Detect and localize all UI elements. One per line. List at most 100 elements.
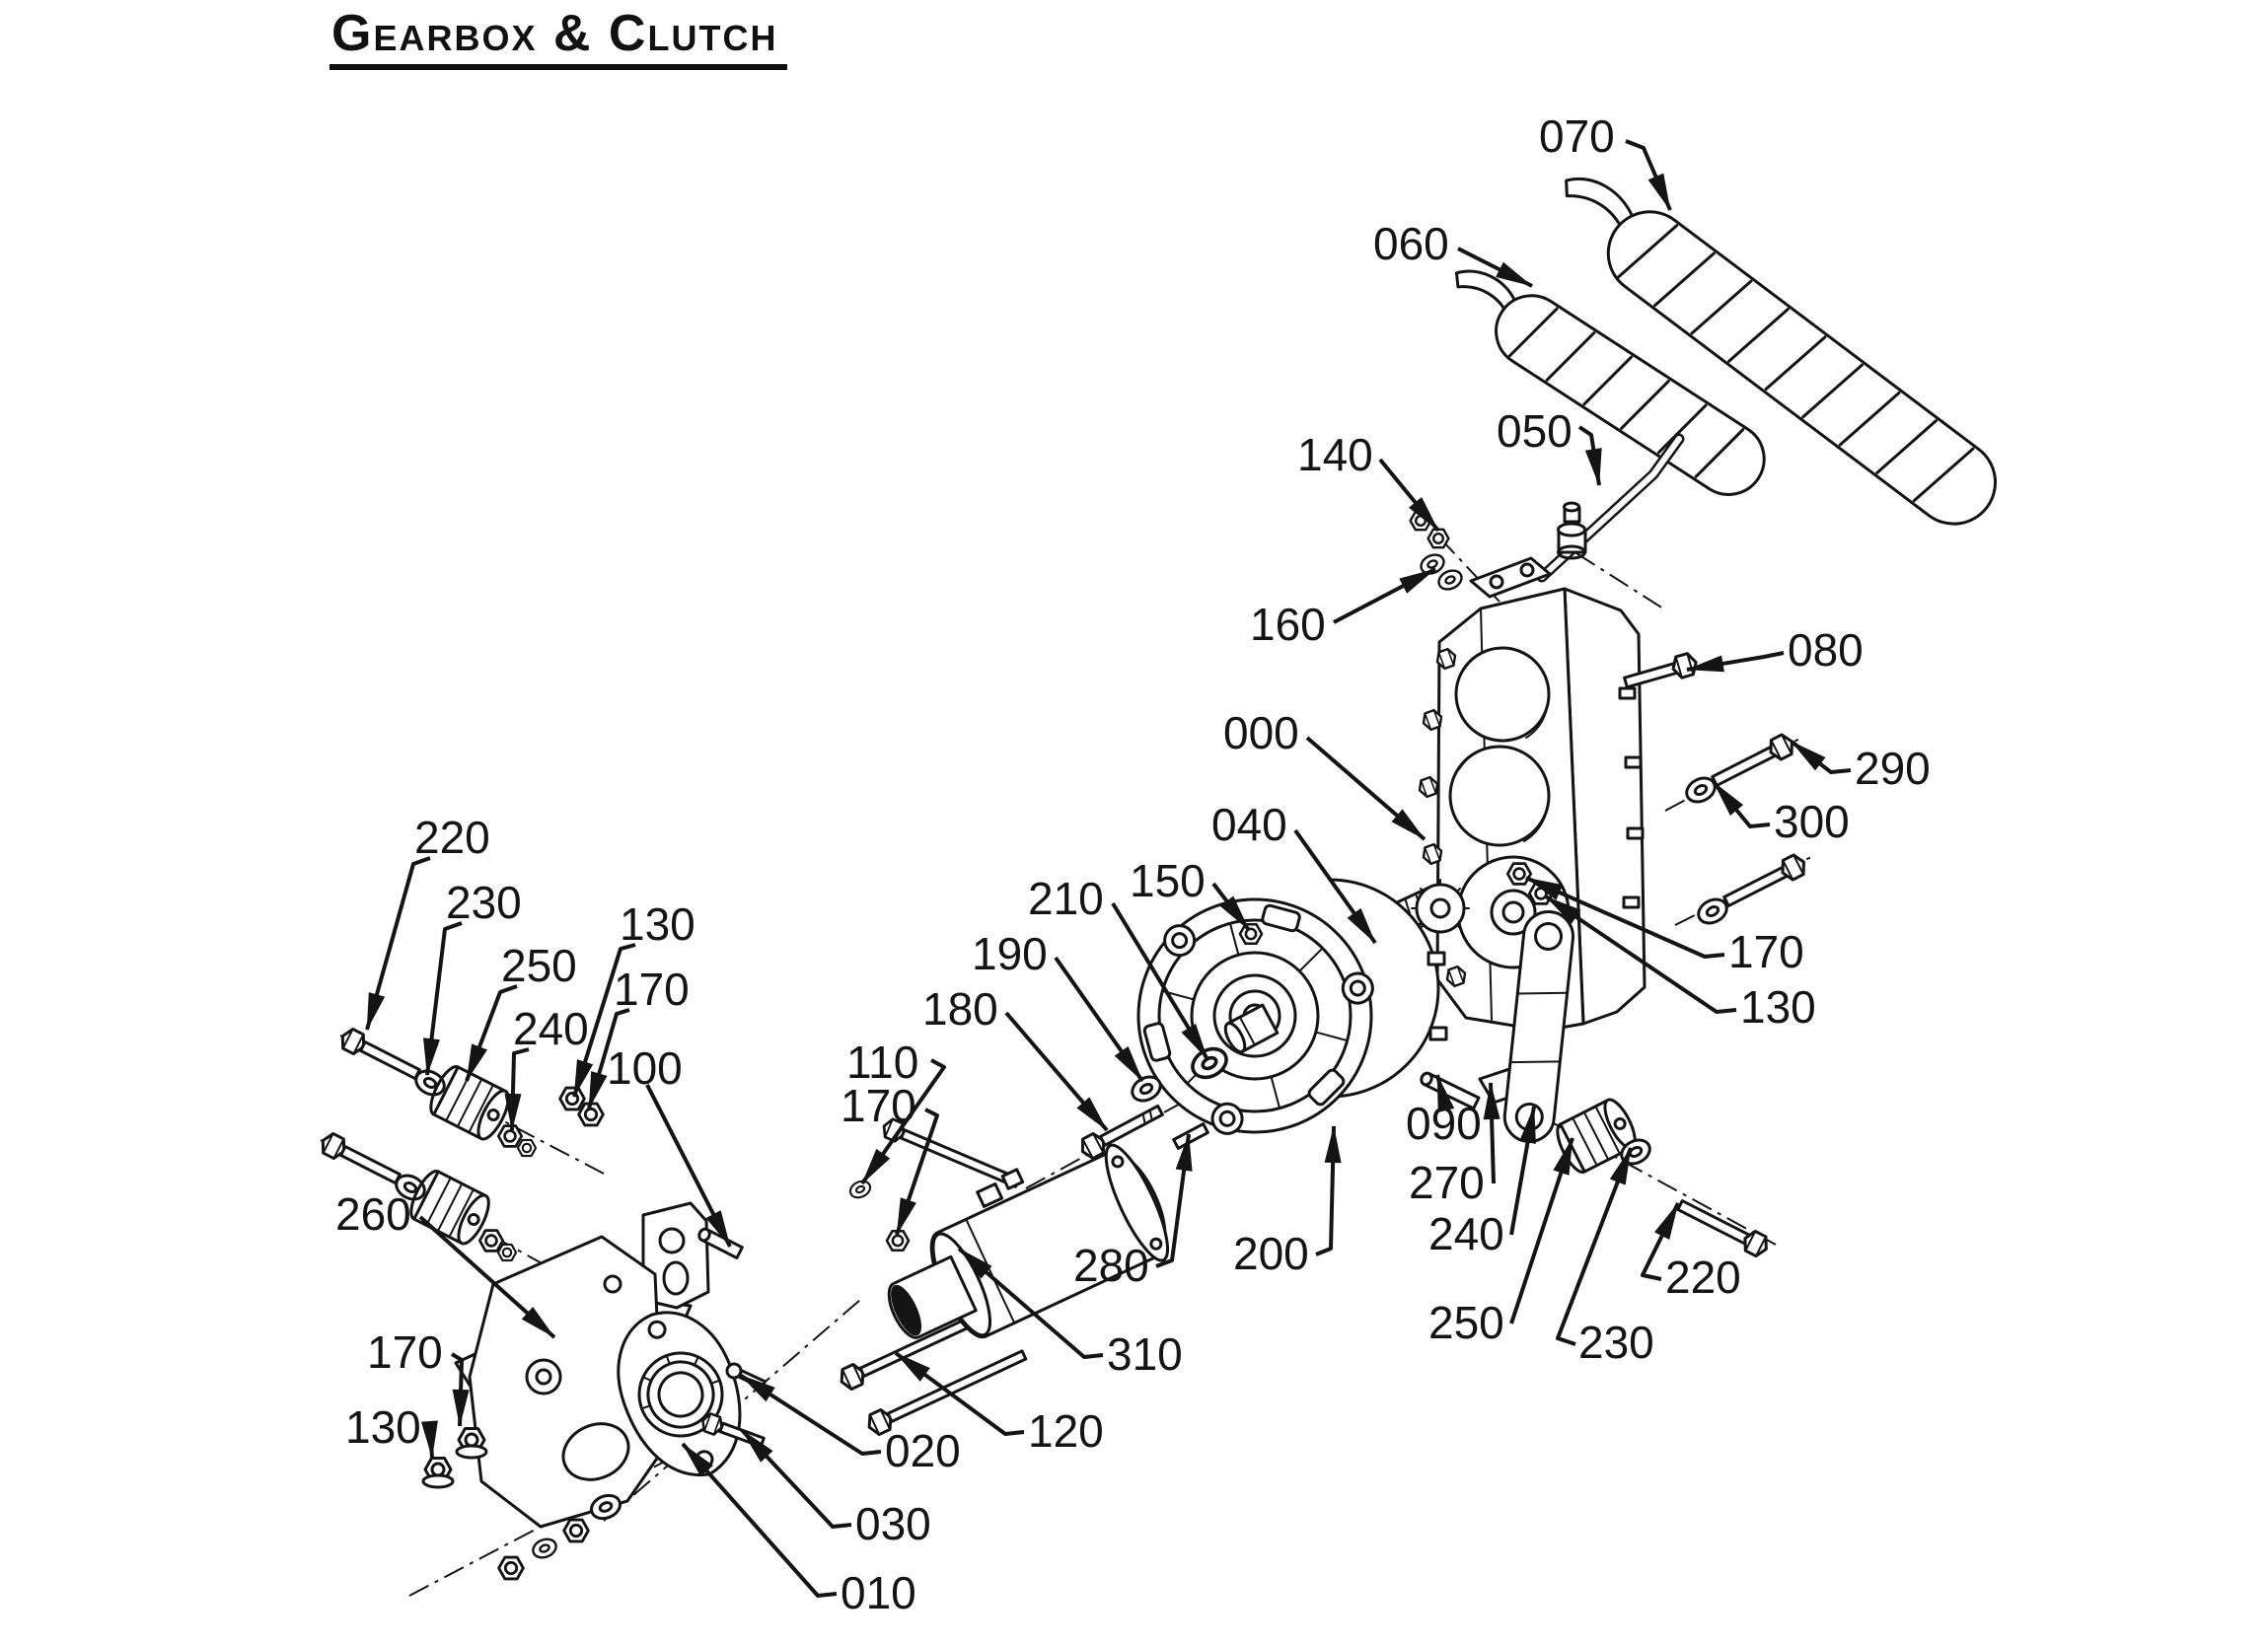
part-label-010: 010: [681, 1442, 916, 1618]
part-label-050: 050: [1497, 405, 1602, 486]
part-label-240-l: 240: [504, 1003, 589, 1131]
part-label-180: 180: [922, 983, 1109, 1132]
bolt-180: [1075, 1104, 1164, 1163]
leader-line-190: [1054, 956, 1144, 1083]
leader-line-260: [418, 1215, 556, 1339]
leader-line-280: [1155, 1133, 1193, 1268]
page-title: Gearbox & Clutch: [329, 5, 788, 71]
part-label-100: 100: [607, 1042, 732, 1248]
leader-line-220-r: [1641, 1202, 1680, 1281]
leader-line-310: [957, 1247, 1104, 1359]
leader-line-220-l: [365, 856, 431, 1031]
part-number-130-r: 130: [1740, 981, 1816, 1033]
clutch-assembly-200: [1136, 878, 1448, 1135]
leader-line-290: [1790, 740, 1852, 774]
leader-line-000: [1305, 736, 1427, 841]
bolt-220r: [1676, 1199, 1773, 1260]
part-label-240-r: 240: [1428, 1106, 1536, 1259]
part-label-170-bl: 170: [367, 1326, 470, 1427]
part-label-170-m: 170: [841, 1080, 939, 1236]
coupler-hub: [1223, 1003, 1280, 1054]
part-label-270: 270: [1409, 1082, 1500, 1208]
part-number-060: 060: [1373, 218, 1449, 269]
part-number-200: 200: [1233, 1228, 1309, 1279]
part-label-220-l: 220: [365, 812, 490, 1031]
part-number-130-lc: 130: [620, 898, 695, 950]
flange-nut-240l-a: [496, 1124, 524, 1148]
part-number-170-m: 170: [841, 1080, 916, 1131]
leader-line-250-r: [1509, 1137, 1574, 1324]
part-number-120: 120: [1028, 1405, 1104, 1457]
part-number-140: 140: [1297, 429, 1373, 480]
part-number-080: 080: [1788, 624, 1864, 676]
part-number-260: 260: [335, 1188, 411, 1240]
part-number-210: 210: [1028, 873, 1104, 924]
locknut-130lc: [558, 1086, 586, 1111]
leader-line-110: [860, 1058, 946, 1185]
hardware-140-160: [1409, 510, 1552, 599]
part-number-170-lc: 170: [614, 964, 690, 1015]
part-number-240-l: 240: [513, 1003, 589, 1054]
part-number-150: 150: [1130, 855, 1206, 906]
part-number-290: 290: [1855, 743, 1931, 794]
part-number-000: 000: [1223, 707, 1299, 758]
part-label-040: 040: [1211, 799, 1377, 945]
leader-line-020: [738, 1373, 882, 1456]
part-number-030: 030: [855, 1498, 931, 1549]
stud-nut-170r: [1505, 862, 1533, 886]
leader-line-060: [1457, 247, 1533, 288]
bolt-220l-b: [316, 1129, 402, 1185]
part-number-180: 180: [922, 983, 998, 1035]
part-number-280: 280: [1073, 1240, 1149, 1291]
part-label-250-r: 250: [1428, 1137, 1574, 1348]
part-label-250-l: 250: [465, 940, 577, 1082]
gearmotor-310: [887, 1143, 1170, 1339]
bolt-120b: [862, 1349, 1028, 1439]
leader-line-210: [1111, 901, 1209, 1061]
flange-nut-240l-b2: [496, 1243, 518, 1262]
leader-line-240-l: [504, 1047, 530, 1131]
part-number-310: 310: [1107, 1328, 1183, 1380]
part-label-130-bl: 130: [345, 1401, 438, 1459]
part-label-290: 290: [1790, 740, 1931, 794]
leader-line-090: [1435, 1074, 1455, 1112]
part-number-090: 090: [1406, 1098, 1482, 1149]
leader-line-180: [1004, 1011, 1109, 1132]
part-label-170-r: 170: [1525, 876, 1804, 977]
part-label-130-r: 130: [1544, 895, 1816, 1033]
part-label-160: 160: [1250, 567, 1436, 650]
leader-line-100: [645, 1084, 732, 1248]
leader-line-170-bl: [450, 1352, 470, 1427]
part-number-250-l: 250: [501, 940, 577, 991]
part-label-210: 210: [1028, 873, 1209, 1061]
part-label-220-r: 220: [1641, 1202, 1741, 1303]
part-number-220-r: 220: [1665, 1252, 1741, 1303]
leader-line-230-r: [1556, 1147, 1633, 1346]
bolt-080: [1623, 650, 1701, 689]
leader-line-130-r: [1544, 895, 1737, 1014]
part-label-020: 020: [738, 1373, 961, 1476]
part-label-070: 070: [1539, 110, 1672, 211]
leader-line-170-m: [895, 1108, 939, 1236]
leader-line-070: [1625, 139, 1672, 211]
part-label-230-r: 230: [1556, 1147, 1654, 1368]
part-label-080: 080: [1686, 624, 1864, 676]
part-number-160: 160: [1250, 599, 1326, 650]
part-number-190: 190: [972, 928, 1048, 979]
leader-line-170-r: [1525, 876, 1725, 959]
leader-line-250-l: [465, 984, 518, 1082]
leader-line-050: [1577, 425, 1602, 486]
key-280: [1172, 1122, 1209, 1150]
leader-line-130-lc: [572, 943, 636, 1098]
spiral-wrap-070: [1565, 178, 1998, 526]
leader-line-270: [1483, 1082, 1500, 1184]
leader-line-240-r: [1509, 1106, 1536, 1236]
part-number-240-r: 240: [1428, 1208, 1504, 1259]
leader-line-010: [681, 1442, 838, 1598]
part-label-280: 280: [1073, 1133, 1193, 1291]
leader-line-170-lc: [587, 1008, 630, 1109]
washer-110: [846, 1177, 874, 1202]
part-label-170-lc: 170: [587, 964, 690, 1109]
part-number-230-l: 230: [446, 877, 522, 928]
part-number-130-bl: 130: [345, 1401, 421, 1453]
